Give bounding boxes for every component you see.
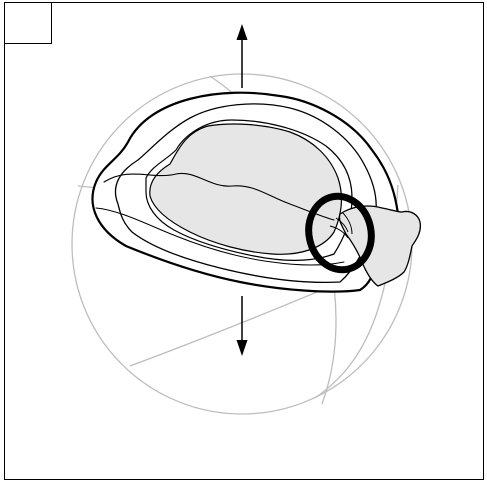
step-number-box [4, 2, 52, 44]
up-arrow-icon [237, 24, 248, 88]
leaf-layers [93, 93, 398, 292]
down-arrow-icon [237, 296, 248, 356]
